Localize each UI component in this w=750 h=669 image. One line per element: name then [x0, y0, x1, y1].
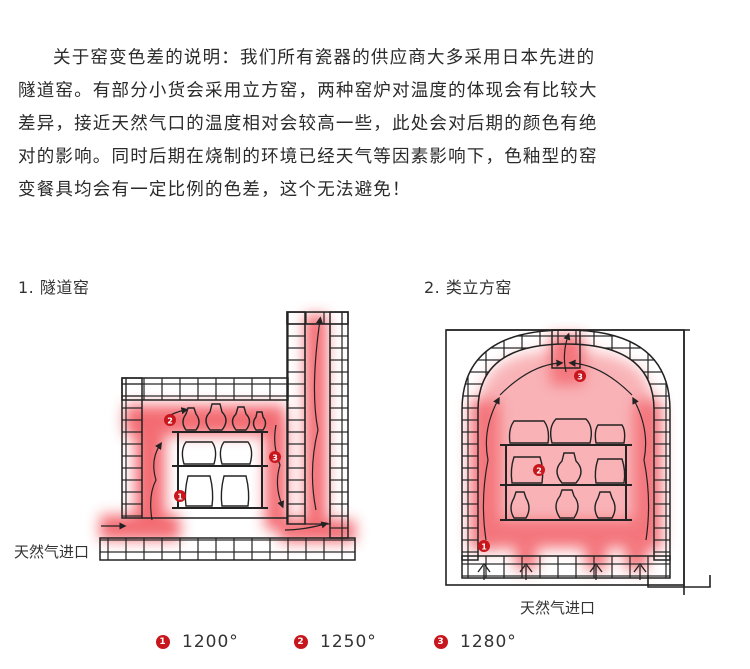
svg-text:2: 2	[167, 417, 173, 426]
kiln-shelves	[172, 431, 268, 509]
temperature-marker: 3	[574, 370, 586, 382]
temperature-marker: 1	[478, 540, 490, 552]
gas-inlet-arrows	[477, 562, 647, 580]
cubic-kiln-diagram: 1 2 3	[445, 329, 711, 595]
explanation-line: 关于窑变色差的说明：我们所有瓷器的供应商大多采用日本先进的	[53, 48, 596, 68]
kiln-brick-wall	[461, 329, 671, 579]
temperature-marker: 2	[164, 414, 176, 426]
gas-inlet-label: 天然气进口	[14, 543, 90, 561]
marker-dot-3: 3	[434, 635, 448, 649]
explanation-line: 变餐具均会有一定比例的色差，这个无法避免！	[18, 180, 411, 200]
svg-text:3: 3	[577, 373, 583, 382]
tunnel-kiln-diagram: 1 2 3	[99, 311, 356, 561]
explanation-line: 隧道窑。有部分小货会采用立方窑，两种窑炉对温度的体现会有比较大	[18, 81, 598, 101]
heat-zone	[100, 315, 355, 542]
kiln-shelves	[500, 444, 632, 521]
tunnel-kiln-title: 1. 隧道窑	[18, 278, 90, 297]
marker-dot-1: 1	[156, 635, 170, 649]
ceramic-ware	[508, 418, 626, 519]
legend-temperature: 1250°	[320, 632, 377, 652]
svg-text:1: 1	[481, 543, 487, 552]
kiln-brick-wall	[99, 311, 356, 561]
explanation-line: 对的影响。同时后期在烧制的环境已经天气等因素影响下，色釉型的窑	[18, 147, 598, 167]
ceramic-ware	[181, 403, 267, 507]
explanation-line: 差异，接近天然气口的温度相对会较高一些，此处会对后期的颜色有绝	[18, 114, 598, 134]
svg-text:2: 2	[536, 467, 542, 476]
legend-item-1250: 2 1250°	[294, 630, 377, 654]
gas-inlet-label: 天然气进口	[520, 599, 596, 617]
temperature-marker: 2	[533, 464, 545, 476]
marker-dot-2: 2	[294, 635, 308, 649]
legend-item-1200: 1 1200°	[156, 630, 239, 654]
legend-temperature: 1200°	[182, 632, 239, 652]
svg-text:1: 1	[177, 493, 183, 502]
temperature-marker: 3	[269, 451, 281, 463]
cubic-kiln-title: 2. 类立方窑	[424, 278, 512, 297]
svg-text:3: 3	[272, 454, 278, 463]
flame-flow-arrows	[482, 332, 650, 541]
legend-temperature: 1280°	[460, 632, 517, 652]
temperature-marker: 1	[174, 490, 186, 502]
kiln-color-explanation: 关于窑变色差的说明：我们所有瓷器的供应商大多采用日本先进的 隧道窑。有部分小货会…	[18, 42, 734, 207]
legend-item-1280: 3 1280°	[434, 630, 517, 654]
